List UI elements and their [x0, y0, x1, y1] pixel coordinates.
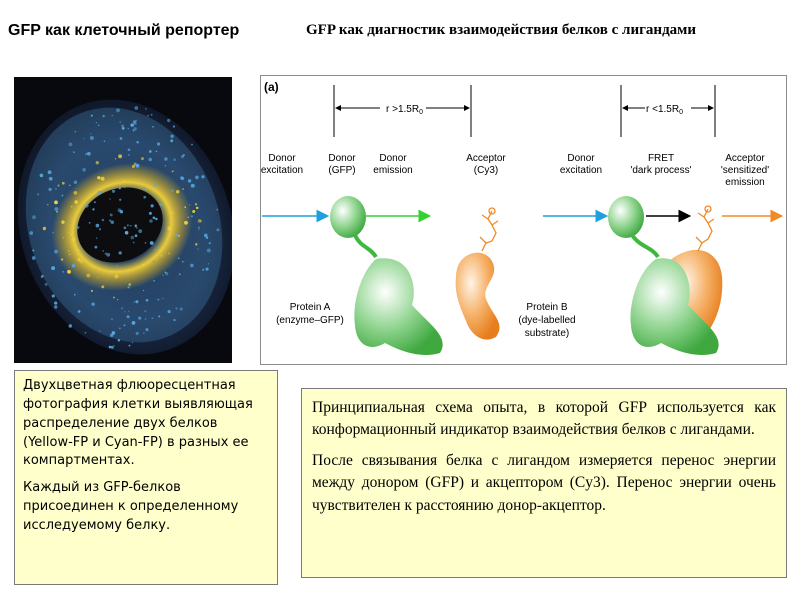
fluorescent-speckles [29, 106, 220, 349]
cell-fluorescence-photo [14, 77, 232, 363]
label-protein-a: Protein A(enzyme–GFP) [276, 302, 344, 326]
cell-photo-caption: Двухцветная флюоресцентная фотография кл… [14, 370, 278, 585]
caption-left-p2: Каждый из GFP-белков присоединен к опред… [23, 480, 239, 533]
protein-b-left [455, 252, 500, 340]
caption-right-p1: Принципиальная схема опыта, в которой GF… [312, 399, 776, 439]
protein-a-left [354, 258, 443, 355]
distance-near-label: r <1.5R0 [646, 104, 683, 116]
panel-label: (a) [264, 80, 279, 94]
caption-right-p2: После связывания белка с лигандом измеря… [312, 451, 776, 514]
cell-nucleus [77, 187, 163, 263]
cy3-dye-left [479, 207, 499, 252]
label-donor-gfp: Donor(GFP) [328, 153, 356, 176]
heading-ligand-diagnostic: GFP как диагностик взаимодействия белков… [306, 22, 697, 38]
protein-a-right [630, 258, 719, 355]
linker-right [630, 233, 660, 259]
heading-cell-reporter: GFP как клеточный репортер [8, 22, 240, 39]
fret-scheme-caption: Принципиальная схема опыта, в которой GF… [301, 388, 787, 578]
label-acceptor-sensitized: Acceptor'sensitized'emission [721, 153, 769, 188]
caption-left-p1: Двухцветная флюоресцентная фотография кл… [23, 378, 253, 469]
linker-left [353, 234, 378, 259]
label-acceptor-cy3: Acceptor(Cy3) [466, 153, 506, 176]
cy3-dye-right [695, 205, 715, 252]
gfp-donor-left [330, 196, 366, 238]
gfp-donor-right [608, 196, 644, 238]
distance-far-label: r >1.5R0 [386, 104, 423, 116]
label-fret: FRET'dark process' [630, 153, 691, 176]
